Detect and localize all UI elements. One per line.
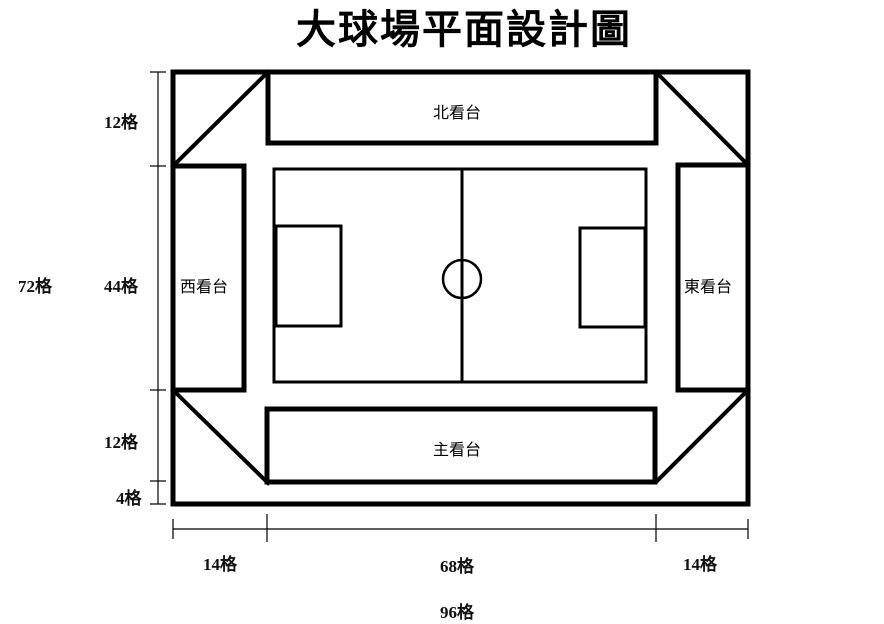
left-penalty-box [274, 224, 343, 328]
dim-total-width: 96格 [440, 603, 474, 622]
east-stand-label: 東看台 [684, 277, 733, 296]
dim-north-depth: 12格 [104, 113, 138, 132]
dim-field-height: 44格 [104, 277, 138, 296]
dim-south-margin: 4格 [116, 489, 142, 508]
dim-field-width: 68格 [440, 557, 474, 576]
dim-west-width: 14格 [203, 555, 237, 574]
south-stand-label: 主看台 [433, 440, 482, 459]
dim-total-height: 72格 [18, 277, 52, 296]
nw-diagonal [170, 69, 271, 169]
south-stand-block [264, 406, 658, 485]
dim-east-width: 14格 [683, 555, 717, 574]
ne-diagonal [653, 69, 751, 168]
west-stand-label: 西看台 [180, 277, 229, 296]
east-stand-block [675, 162, 751, 393]
se-diagonal [653, 387, 751, 485]
center-circle [441, 258, 483, 300]
north-stand-block [265, 69, 659, 146]
right-penalty-box [578, 226, 647, 329]
north-stand-label: 北看台 [433, 103, 482, 122]
dim-south-depth: 12格 [104, 433, 138, 452]
page-title: 大球場平面設計圖 [296, 7, 632, 53]
west-stand-block [170, 163, 247, 393]
sw-diagonal [170, 387, 271, 486]
pitch [272, 167, 648, 384]
